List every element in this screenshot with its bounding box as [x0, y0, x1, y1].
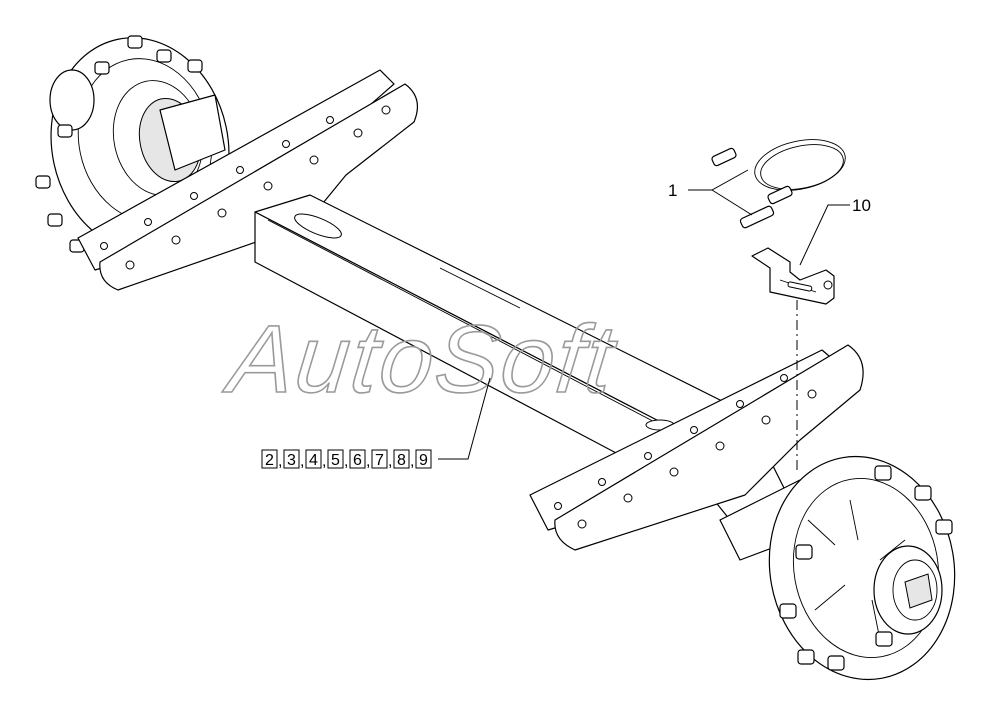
part-number-box: [327, 449, 344, 469]
part-number-label: 4: [309, 452, 318, 469]
part-number-box: [371, 449, 388, 469]
right-mounting-plates: [529, 344, 864, 551]
part-number-box: [415, 449, 432, 469]
part-number-box: [261, 449, 278, 469]
sensor-cable-part: [711, 139, 846, 229]
part-group-leader: [438, 377, 491, 460]
part-number-separator: ,: [278, 453, 282, 470]
right-wheel-hub: [768, 455, 956, 681]
part-number-label: 6: [353, 452, 362, 469]
part-number-label: 2: [265, 452, 274, 469]
part-number-separator: ,: [322, 453, 326, 470]
part-number-separator: ,: [344, 453, 348, 470]
mounting-bracket-part: [751, 247, 835, 305]
right-hub-bolts: [779, 465, 953, 671]
callout-10-leader: [799, 204, 850, 266]
part-number-box: [349, 449, 366, 469]
left-mounting-plates: [77, 69, 419, 291]
part-number-separator: ,: [410, 453, 414, 470]
part-number-box: [393, 449, 410, 469]
part-number-label: 7: [375, 452, 384, 469]
part-number-label: 3: [287, 452, 296, 469]
callout-1-leader: [688, 169, 753, 216]
part-number-separator: ,: [388, 453, 392, 470]
left-wheel-hub: [35, 35, 230, 253]
part-number-label: 9: [419, 452, 428, 469]
callout-10-label: 10: [852, 196, 871, 215]
part-number-separator: ,: [366, 453, 370, 470]
watermark-text: AutoSoft: [220, 306, 623, 413]
part-number-box: [283, 449, 300, 469]
part-number-separator: ,: [300, 453, 304, 470]
part-number-label: 5: [331, 452, 340, 469]
callout-1-label: 1: [668, 181, 677, 200]
part-number-box: [305, 449, 322, 469]
part-number-label: 8: [397, 452, 406, 469]
part-group-labels: 2,3,4,5,6,7,8,9: [261, 449, 432, 470]
